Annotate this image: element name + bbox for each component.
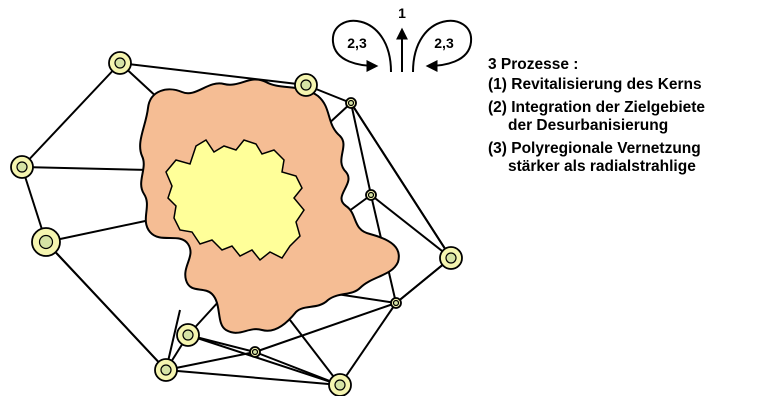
up-arrow-label: 1 <box>398 5 406 21</box>
legend-item-1-line1: (1) Revitalisierung des Kerns <box>488 76 702 93</box>
process-arrows <box>331 19 473 73</box>
city-node-center-6 <box>334 379 346 391</box>
network-nodes <box>10 51 463 396</box>
legend-item-3: (3) Polyregionale Vernetzung stärker als… <box>488 140 758 176</box>
process-legend: 3 Prozesse : (1) Revitalisierung des Ker… <box>488 56 758 181</box>
legend-item-2-line2: der Desurbanisierung <box>508 117 669 134</box>
city-node-center-1 <box>114 57 126 69</box>
city-node-center-8 <box>182 329 194 341</box>
city-node-center-12 <box>251 348 259 356</box>
legend-item-2-line1: (2) Integration der Zielgebiete <box>488 99 706 116</box>
city-node-center-2 <box>300 79 312 91</box>
city-node-center-7 <box>445 252 457 264</box>
right-loop-arrow <box>412 19 473 73</box>
legend-title: 3 Prozesse : <box>488 56 579 73</box>
city-node-center-10 <box>367 191 375 199</box>
right-arrow-label: 2,3 <box>434 35 454 51</box>
legend-item-2: (2) Integration der Zielgebiete der Desu… <box>488 99 758 135</box>
city-node-center-4 <box>38 234 54 250</box>
legend-item-3-line2: stärker als radialstrahlige <box>508 158 696 175</box>
legend-item-1: (1) Revitalisierung des Kerns <box>488 76 758 94</box>
city-node-center-11 <box>392 299 400 307</box>
city-node-center-5 <box>160 364 172 376</box>
core-area <box>165 138 305 262</box>
left-arrow-label: 2,3 <box>347 35 367 51</box>
left-loop-arrow <box>331 19 392 73</box>
city-node-center-9 <box>347 99 355 107</box>
legend-item-3-line1: (3) Polyregionale Vernetzung <box>488 140 701 157</box>
city-node-center-3 <box>16 161 28 173</box>
